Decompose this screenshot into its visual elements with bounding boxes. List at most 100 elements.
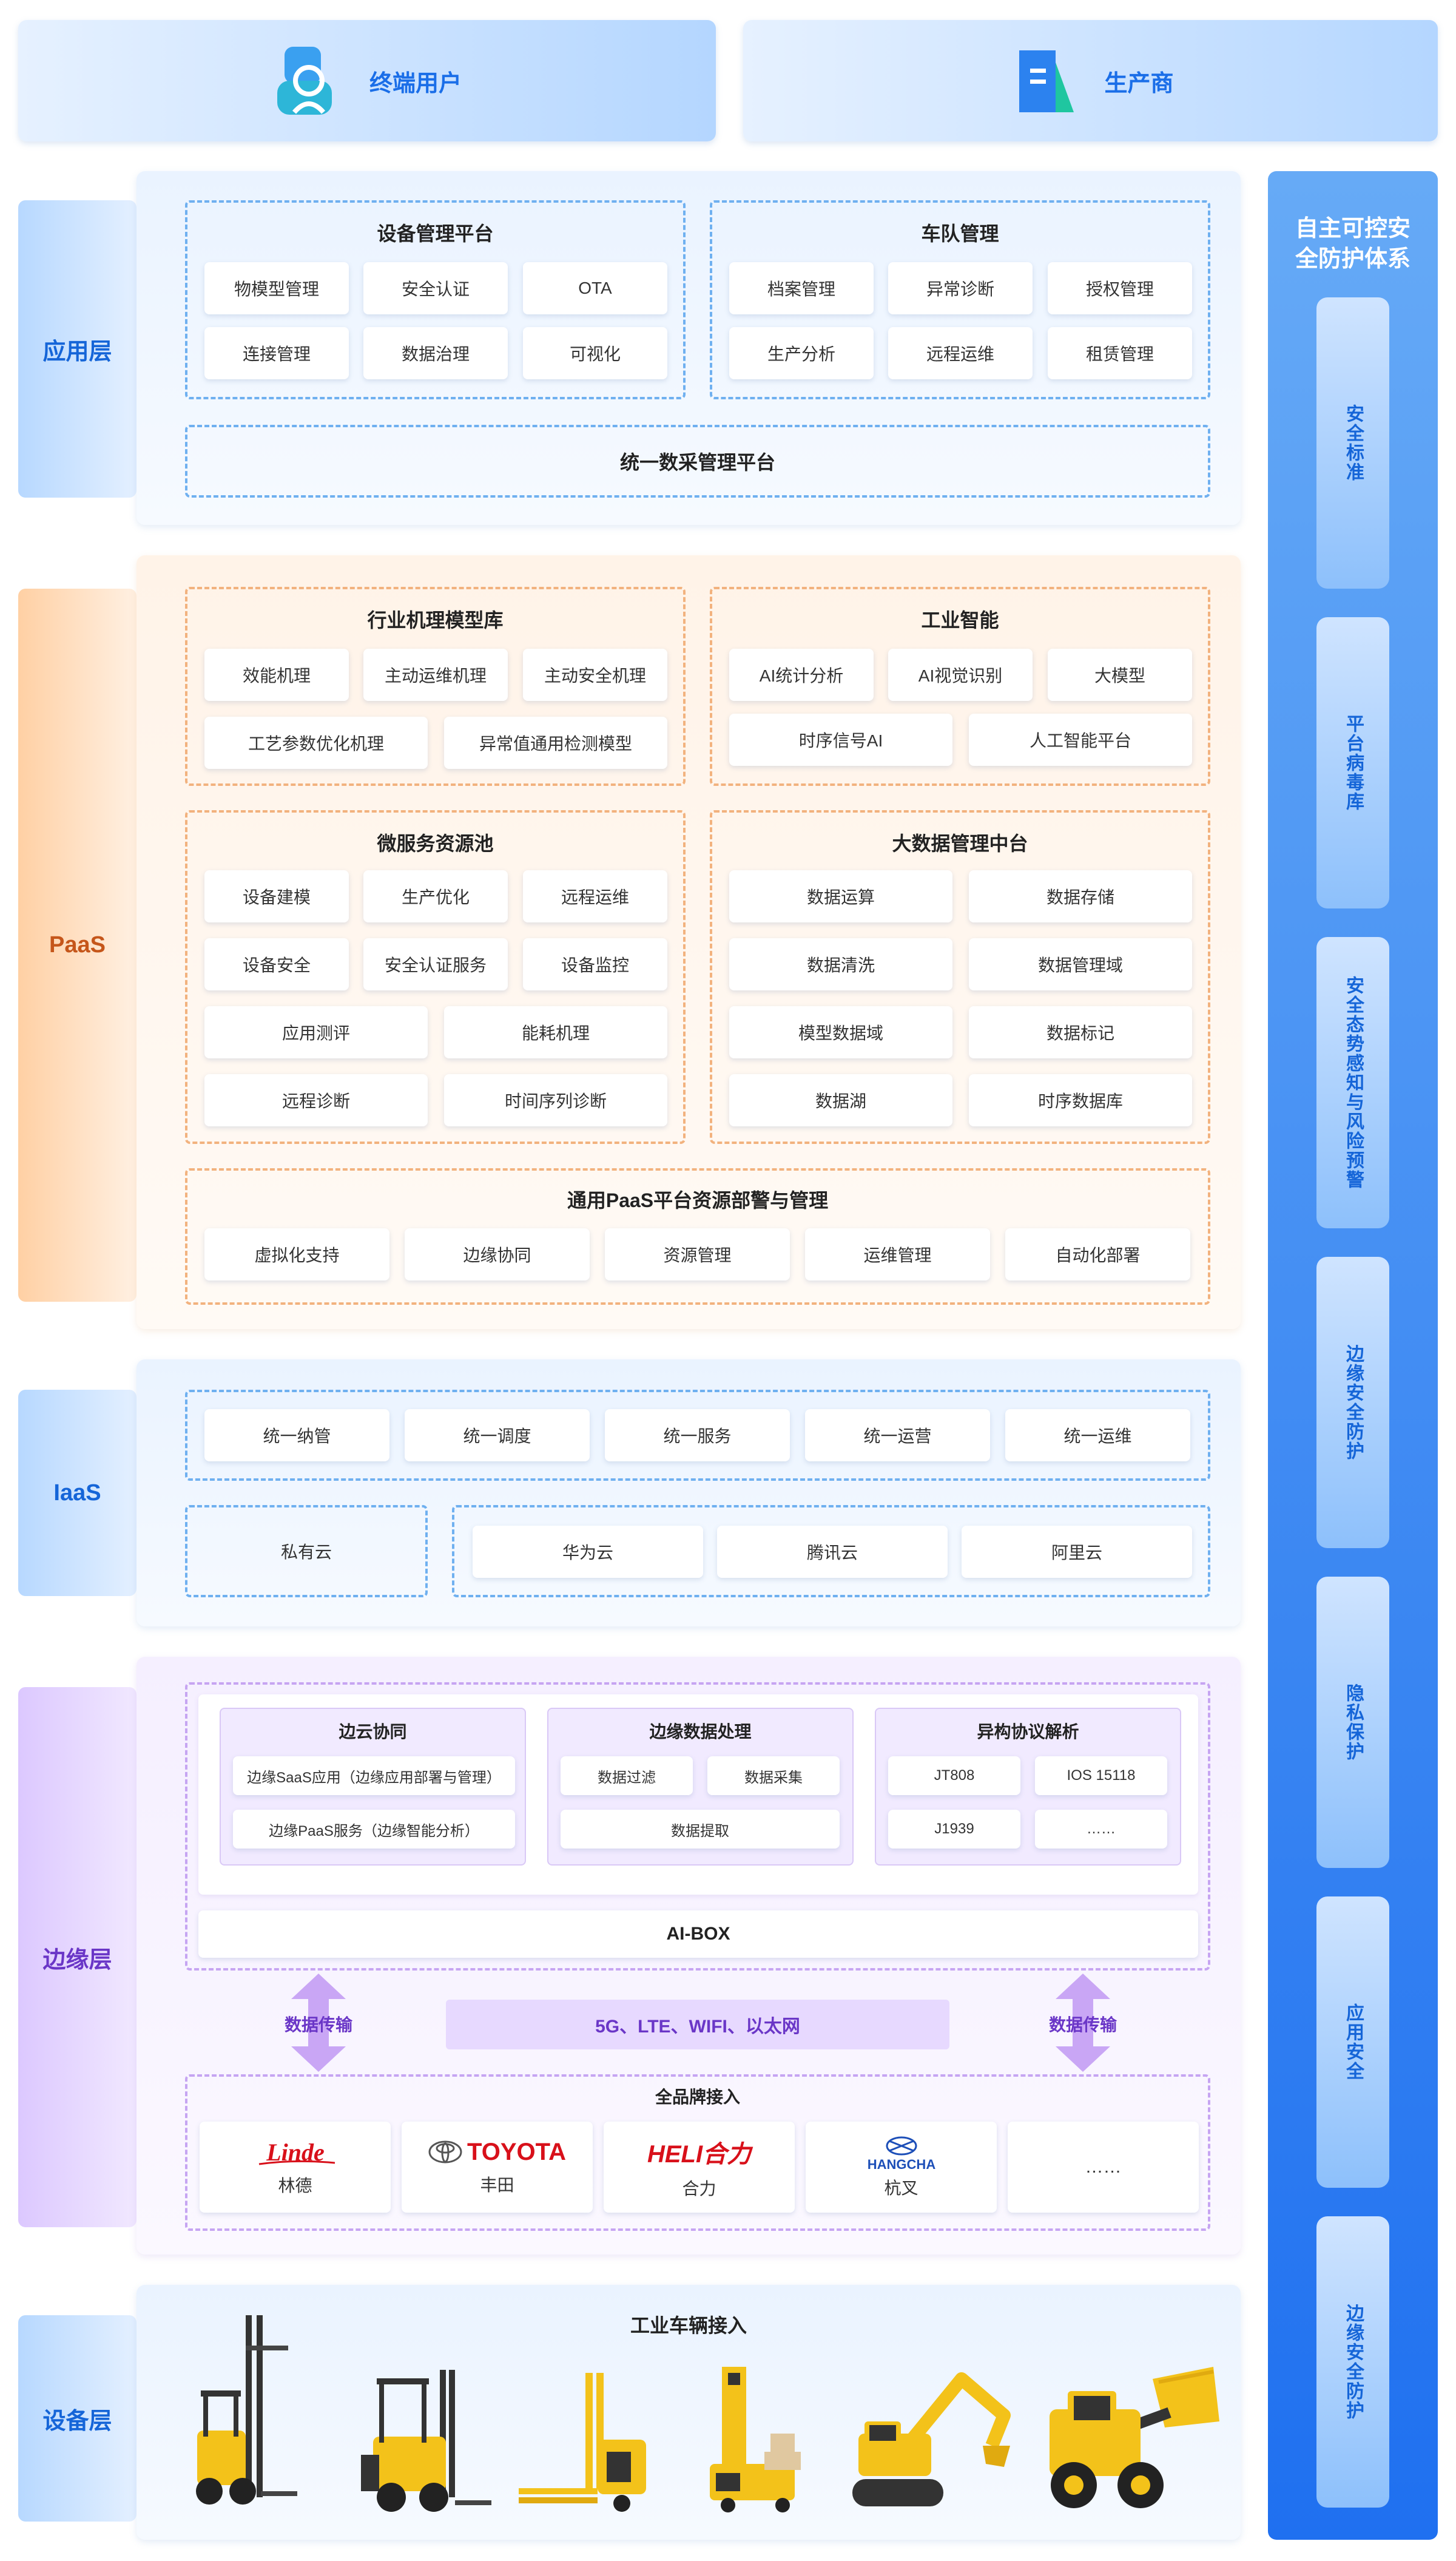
- group-title: 设备管理平台: [377, 223, 494, 245]
- card: 授权管理: [1048, 262, 1192, 314]
- public-cloud-group: 华为云 腾讯云 阿里云: [452, 1505, 1210, 1597]
- manufacturer-label: 生产商: [1104, 70, 1174, 96]
- unified-ops-group: 统一纳管 统一调度 统一服务 统一运营 统一运维: [185, 1390, 1210, 1481]
- card: IOS 15118: [1035, 1756, 1167, 1795]
- private-cloud: 私有云: [185, 1505, 428, 1597]
- card: 人工智能平台: [969, 714, 1192, 766]
- card: 异常诊断: [888, 262, 1033, 314]
- pallet-stacker-icon: [519, 2373, 646, 2512]
- end-user-bar: 终端用户: [18, 20, 716, 141]
- iaas-layer-panel: 统一纳管 统一调度 统一服务 统一运营 统一运维 私有云 华为云 腾讯云 阿里云: [136, 1359, 1241, 1626]
- brand-card-linde: Linde 林德: [200, 2122, 391, 2213]
- card: 生产分析: [729, 327, 874, 379]
- device-title: 工业车辆接入: [630, 2315, 747, 2336]
- svg-text:HANGCHA: HANGCHA: [867, 2157, 935, 2172]
- brand-name: 林德: [278, 2176, 312, 2195]
- card: 设备监控: [523, 938, 667, 990]
- brand-name: ……: [1085, 2157, 1122, 2177]
- card: 生产优化: [363, 870, 508, 922]
- forklift-icon: [361, 2370, 491, 2512]
- card: 数据清洗: [729, 938, 952, 990]
- security-item: 隐私保护: [1316, 1577, 1389, 1868]
- card: 运维管理: [805, 1228, 990, 1280]
- card: ……: [1035, 1810, 1167, 1849]
- group-title: 异构协议解析: [977, 1722, 1079, 1741]
- group-title: 通用PaaS平台资源部警与管理: [567, 1189, 829, 1211]
- card: 可视化: [523, 327, 667, 379]
- card: 远程诊断: [204, 1074, 428, 1126]
- group-title: 工业智能: [921, 609, 999, 631]
- card: 远程运维: [888, 327, 1033, 379]
- group-title: 边缘数据处理: [649, 1722, 752, 1741]
- security-item: 边缘安全防护: [1316, 1257, 1389, 1548]
- edge-cloud-collab: 边云协同 边缘SaaS应用（边缘应用部署与管理） 边缘PaaS服务（边缘智能分析…: [220, 1708, 526, 1866]
- building-icon: [1019, 50, 1074, 112]
- app-layer-panel: 设备管理平台 物模型管理 安全认证 OTA 连接管理 数据治理 可视化 车队管理…: [136, 171, 1241, 525]
- card: 数据存储: [969, 870, 1192, 922]
- security-item: 安全标准: [1316, 297, 1389, 589]
- card: 数据提取: [561, 1810, 840, 1849]
- card: 主动安全机理: [523, 649, 667, 701]
- card: 数据标记: [969, 1006, 1192, 1058]
- ai-box: AI-BOX: [198, 1910, 1198, 1958]
- transfer-label-left: 数据传输: [284, 2015, 352, 2034]
- edge-modules-container: 边云协同 边缘SaaS应用（边缘应用部署与管理） 边缘PaaS服务（边缘智能分析…: [198, 1694, 1198, 1895]
- device-layer-panel: 工业车辆接入: [136, 2285, 1241, 2540]
- layer-label-paas: PaaS: [18, 589, 136, 1302]
- card: 应用测评: [204, 1006, 428, 1058]
- card: 物模型管理: [204, 262, 349, 314]
- brand-card-hangcha: HANGCHA 杭叉: [806, 2122, 997, 2213]
- card: J1939: [888, 1810, 1020, 1849]
- layer-label-device: 设备层: [18, 2315, 136, 2522]
- group-title: 车队管理: [921, 223, 999, 245]
- brand-name: 合力: [682, 2179, 716, 2198]
- layer-label-iaas: IaaS: [18, 1390, 136, 1596]
- card: 数据湖: [729, 1074, 952, 1126]
- card: 华为云: [473, 1526, 703, 1578]
- card: 阿里云: [962, 1526, 1192, 1578]
- card: 安全认证服务: [363, 938, 508, 990]
- security-item: 边缘安全防护: [1316, 2216, 1389, 2508]
- card: AI统计分析: [729, 649, 874, 701]
- card: 大模型: [1048, 649, 1192, 701]
- security-column: 自主可控安 全防护体系 安全标准 平台病毒库 安全态势感知与风险预警 边缘安全防…: [1268, 171, 1438, 2540]
- card: 工艺参数优化机理: [204, 717, 428, 769]
- card: 统一服务: [605, 1409, 790, 1461]
- excavator-icon: [852, 2372, 1011, 2506]
- group-title: 大数据管理中台: [892, 833, 1028, 854]
- edge-data-processing: 边缘数据处理 数据过滤 数据采集 数据提取: [547, 1708, 854, 1866]
- card: 租赁管理: [1048, 327, 1192, 379]
- user-icon: [277, 47, 332, 115]
- card: 数据过滤: [561, 1756, 693, 1795]
- card: 腾讯云: [717, 1526, 948, 1578]
- card: 时序数据库: [969, 1074, 1192, 1126]
- card: 数据管理域: [969, 938, 1192, 990]
- mechanism-group: 行业机理模型库 效能机理 主动运维机理 主动安全机理 工艺参数优化机理 异常值通…: [185, 587, 686, 786]
- card: 统一运营: [805, 1409, 990, 1461]
- card: 统一运维: [1005, 1409, 1190, 1461]
- heli-logo-icon: HELI合力: [647, 2141, 752, 2168]
- transfer-arrow-right-icon: [1056, 1974, 1110, 2072]
- card: 时间序列诊断: [444, 1074, 667, 1126]
- general-paas-group: 通用PaaS平台资源部警与管理 虚拟化支持 边缘协同 资源管理 运维管理 自动化…: [185, 1168, 1210, 1305]
- toyota-logo-icon: [428, 2140, 462, 2163]
- card: 资源管理: [605, 1228, 790, 1280]
- card: 统一调度: [405, 1409, 590, 1461]
- card: JT808: [888, 1756, 1020, 1795]
- unified-collection-platform: 统一数采管理平台: [185, 425, 1210, 498]
- linde-logo-icon: Linde: [258, 2139, 335, 2166]
- card: 异常值通用检测模型: [444, 717, 667, 769]
- card: 设备建模: [204, 870, 349, 922]
- edge-compute-group: 边云协同 边缘SaaS应用（边缘应用部署与管理） 边缘PaaS服务（边缘智能分析…: [185, 1682, 1210, 1971]
- card: 模型数据域: [729, 1006, 952, 1058]
- card: 主动运维机理: [363, 649, 508, 701]
- card: 虚拟化支持: [204, 1228, 389, 1280]
- brand-name: 杭叉: [884, 2179, 918, 2197]
- bigdata-group: 大数据管理中台 数据运算 数据存储 数据清洗 数据管理域 模型数据域 数据标记 …: [710, 810, 1210, 1144]
- brand-card-heli: HELI合力 合力: [604, 2122, 795, 2213]
- card: AI视觉识别: [888, 649, 1033, 701]
- card: 数据运算: [729, 870, 952, 922]
- brand-name: 丰田: [480, 2175, 514, 2194]
- card: 远程运维: [523, 870, 667, 922]
- group-title: 微服务资源池: [377, 833, 494, 854]
